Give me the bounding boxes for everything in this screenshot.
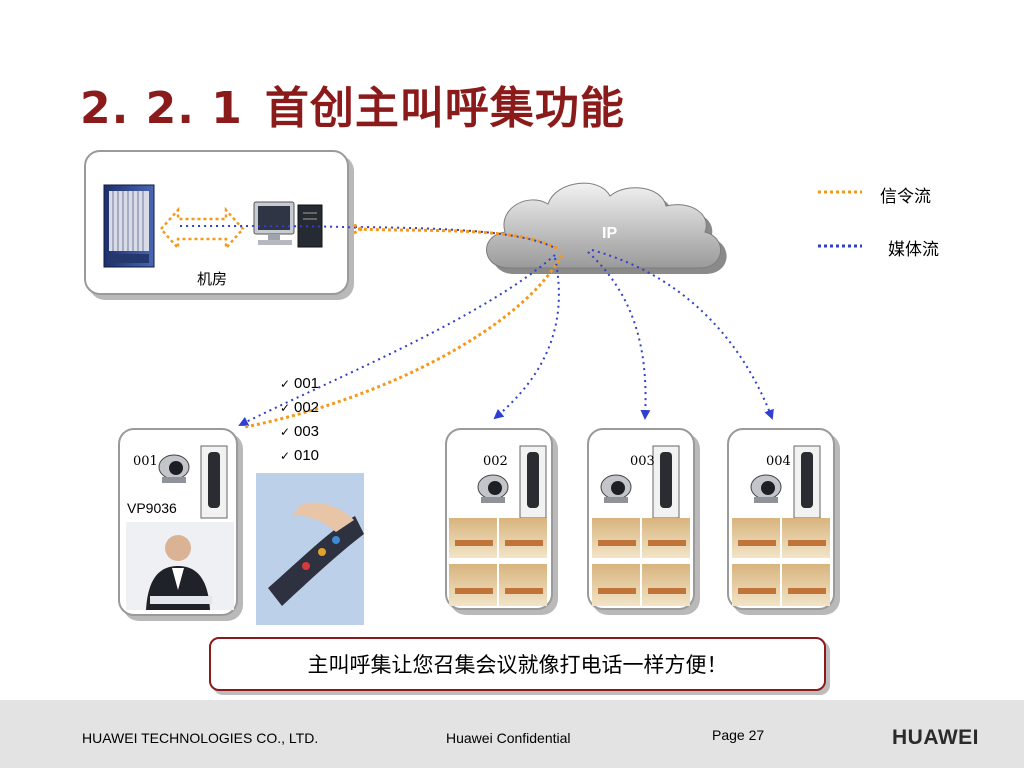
- conference-photos-002: [449, 518, 547, 606]
- footer-confidential: Huawei Confidential: [446, 730, 571, 746]
- list-item: ✓002: [280, 396, 319, 420]
- media-line-001: [238, 254, 556, 426]
- legend-media-label: 媒体流: [888, 240, 939, 260]
- check-icon: ✓: [280, 449, 291, 463]
- endpoint-id-002: 002: [483, 454, 508, 469]
- ip-cloud-label: IP: [602, 225, 618, 242]
- footer-company: HUAWEI TECHNOLOGIES CO., LTD.: [82, 730, 319, 746]
- check-icon: ✓: [280, 401, 291, 415]
- huawei-logo-text: HUAWEI: [892, 726, 979, 749]
- signaling-flow-lines: [244, 222, 564, 429]
- endpoint-id-003: 003: [630, 454, 655, 469]
- media-line-room-cloud: [354, 226, 556, 249]
- signal-line-001: [244, 254, 564, 429]
- media-line-002: [493, 257, 560, 420]
- called-endpoint-list: ✓001 ✓002 ✓003 ✓010: [280, 372, 319, 468]
- video-terminal-icon-004: [750, 445, 821, 519]
- list-item: ✓003: [280, 420, 319, 444]
- title-number: 2. 2. 1: [80, 83, 243, 134]
- footer-bar: [0, 700, 1024, 768]
- presenter-photo: [126, 522, 234, 610]
- endpoint-model-001: VP9036: [127, 500, 177, 516]
- remote-control-photo: [256, 473, 364, 625]
- signal-line-room: [357, 227, 561, 252]
- video-terminal-icon-001: [158, 445, 228, 519]
- endpoint-id-004: 004: [766, 454, 791, 469]
- slide-title: 2. 2. 1 首创主叫呼集功能: [80, 72, 625, 136]
- media-flow-lines: [179, 225, 774, 426]
- title-text: 首创主叫呼集功能: [264, 83, 625, 134]
- check-icon: ✓: [280, 425, 291, 439]
- footer-page-number: Page 27: [712, 727, 765, 743]
- callout-box: 主叫呼集让您召集会议就像打电话一样方便！: [209, 637, 826, 691]
- conference-photos-003: [592, 518, 690, 606]
- conference-photos-004: [732, 518, 830, 606]
- signal-arrowhead: [351, 222, 363, 236]
- computer-icon: [253, 201, 323, 248]
- legend-signaling-label: 信令流: [880, 187, 931, 207]
- video-terminal-icon-002: [477, 445, 547, 519]
- endpoint-id-001: 001: [133, 454, 158, 469]
- ip-cloud-icon: [486, 182, 727, 274]
- list-item: ✓001: [280, 372, 319, 396]
- server-room-label: 机房: [197, 270, 228, 288]
- media-line-003: [587, 251, 651, 420]
- media-line-004: [591, 249, 774, 420]
- video-terminal-icon-003: [600, 445, 680, 519]
- list-item: ✓010: [280, 444, 319, 468]
- double-arrow-icon: [159, 206, 245, 252]
- check-icon: ✓: [280, 377, 291, 391]
- media-line-room: [179, 225, 361, 229]
- callout-text: 主叫呼集让您召集会议就像打电话一样方便！: [307, 653, 728, 677]
- server-rack-icon: [103, 184, 155, 268]
